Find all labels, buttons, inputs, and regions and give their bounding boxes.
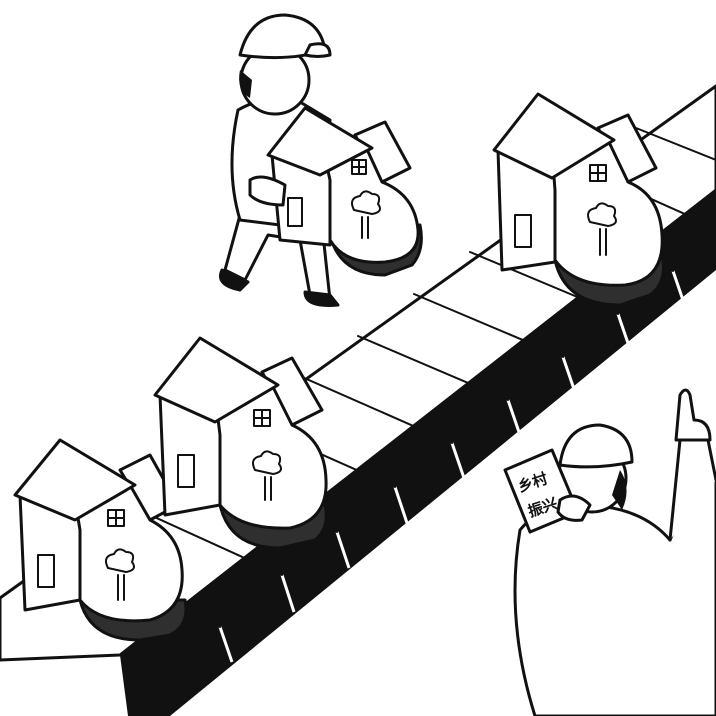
house-window <box>589 164 607 182</box>
carried-house-window <box>351 159 367 175</box>
house-roof <box>492 92 616 180</box>
house-door <box>514 214 532 248</box>
worker-shoe-right <box>303 290 340 307</box>
belt-front-side <box>120 190 716 716</box>
carried-house-door <box>287 197 303 227</box>
inspector-cap <box>558 423 634 469</box>
worker-hand <box>248 175 287 207</box>
boot-body <box>550 138 664 287</box>
inspector-hand-holding-paper <box>556 494 592 522</box>
inspector-pointing-hand <box>674 388 712 442</box>
house-door <box>177 454 195 488</box>
house-window <box>107 509 125 527</box>
house-roof <box>153 336 280 424</box>
carried-boot-body <box>323 143 420 264</box>
worker-cap <box>238 13 327 60</box>
tree-doodle <box>252 450 282 501</box>
house-roof <box>13 438 137 522</box>
worker-carrying-house <box>219 13 423 307</box>
tree-doodle <box>105 548 135 601</box>
boot-body <box>213 383 328 530</box>
worker-cap-brim <box>303 42 332 58</box>
worker-shoe-left <box>219 268 250 292</box>
carried-house-roof <box>266 106 374 177</box>
belt-side-segments <box>218 270 687 663</box>
carried-tree-doodle <box>351 190 381 239</box>
house-window <box>253 409 271 427</box>
worker-hair <box>239 70 252 98</box>
inspector-figure: 乡村 振兴 <box>503 388 716 716</box>
house-door <box>37 554 55 588</box>
tree-doodle <box>587 202 617 256</box>
inspector-hair <box>612 470 627 510</box>
house-boot-3 <box>492 92 665 307</box>
house-boot-2 <box>153 336 328 550</box>
